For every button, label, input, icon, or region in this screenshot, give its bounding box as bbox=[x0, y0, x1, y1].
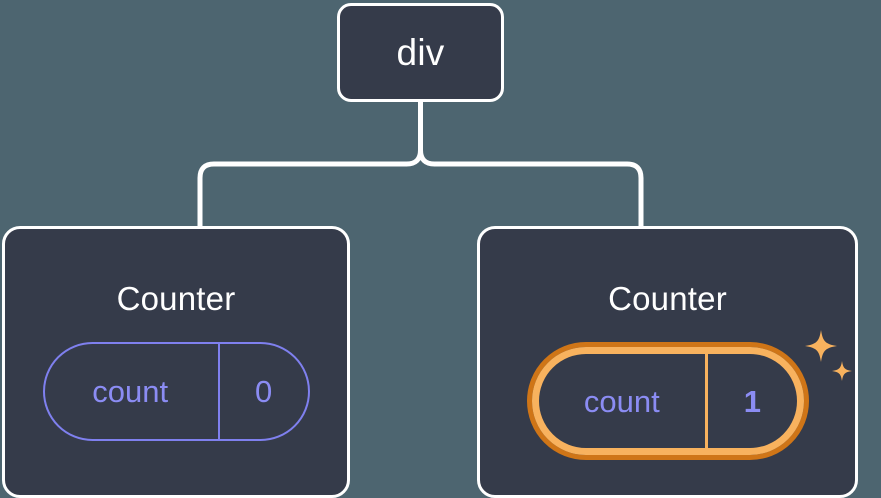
state-pill-left[interactable]: count 0 bbox=[42, 342, 310, 441]
sparkle-small-icon bbox=[831, 361, 852, 381]
state-value-right: 1 bbox=[705, 354, 796, 448]
state-pill-right-wrapper: count 1 bbox=[526, 330, 852, 460]
node-counter-left[interactable]: Counter count 0 bbox=[2, 226, 350, 498]
node-counter-right-label: Counter bbox=[608, 280, 727, 317]
state-pill-right[interactable]: count 1 bbox=[531, 347, 804, 455]
connector-to-right-counter bbox=[418, 147, 644, 229]
state-value-left: 0 bbox=[217, 344, 308, 439]
sparkles-group bbox=[804, 330, 852, 381]
state-pill-right-highlight-ring: count 1 bbox=[526, 342, 809, 460]
node-counter-right[interactable]: Counter count 1 bbox=[477, 226, 858, 498]
state-pill-left-wrapper: count 0 bbox=[42, 342, 310, 441]
node-div-label: div bbox=[396, 32, 445, 73]
sparkle-icon bbox=[804, 330, 837, 362]
node-div[interactable]: div bbox=[337, 3, 504, 102]
node-counter-left-label: Counter bbox=[116, 280, 236, 317]
state-key-right: count bbox=[583, 383, 660, 419]
state-key-left: count bbox=[92, 374, 169, 409]
connector-to-left-counter bbox=[197, 147, 423, 229]
